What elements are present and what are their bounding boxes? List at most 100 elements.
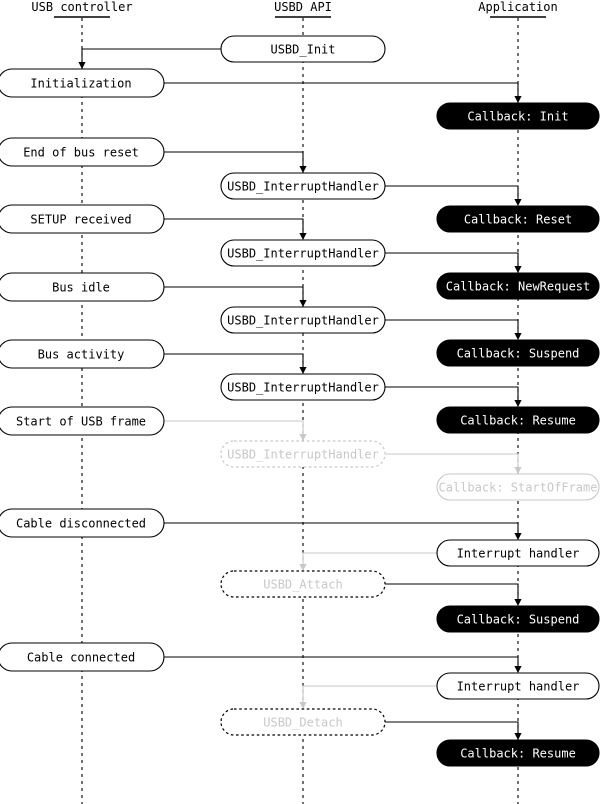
node-ih-2[interactable]: USBD_InterruptHandler [220, 239, 386, 267]
node-ih-5[interactable]: USBD_InterruptHandler [220, 440, 386, 468]
arrow-head-icon [299, 564, 307, 571]
node-cb-suspend-2[interactable]: Callback: Suspend [436, 605, 600, 633]
node-shape[interactable] [436, 672, 600, 700]
node-label: Cable disconnected [16, 517, 146, 531]
lane-title-usb-controller: USB controller [31, 0, 132, 14]
connection-c17 [299, 685, 437, 709]
node-bus-idle[interactable]: Bus idle [0, 272, 165, 302]
node-int-handler-2[interactable]: Interrupt handler [436, 672, 600, 700]
node-cb-init[interactable]: Callback: Init [436, 102, 600, 130]
node-cable-disc[interactable]: Cable disconnected [0, 508, 165, 538]
node-label: USBD_InterruptHandler [227, 180, 379, 194]
node-shape[interactable] [436, 272, 600, 300]
connection-line [385, 319, 519, 339]
node-cb-reset[interactable]: Callback: Reset [436, 205, 600, 233]
node-ih-1[interactable]: USBD_InterruptHandler [220, 172, 386, 200]
node-shape[interactable] [436, 539, 600, 567]
node-shape[interactable] [436, 605, 600, 633]
node-cb-startofframe[interactable]: Callback: StartOfFrame [436, 473, 600, 501]
node-shape[interactable] [220, 570, 386, 598]
node-shape[interactable] [436, 339, 600, 367]
node-cb-resume-1[interactable]: Callback: Resume [436, 406, 600, 434]
connection-line [385, 386, 519, 406]
node-shape[interactable] [0, 272, 165, 302]
node-label: USBD_Detach [263, 716, 342, 730]
node-label: USBD_Attach [263, 578, 342, 592]
lane-title-application: Application [478, 0, 557, 14]
connection-line [385, 453, 519, 473]
arrow-head-icon [514, 533, 522, 540]
node-label: USBD_InterruptHandler [227, 381, 379, 395]
connection-line [164, 218, 304, 239]
node-shape[interactable] [0, 339, 165, 369]
node-label: USBD_InterruptHandler [227, 448, 379, 462]
node-label: Callback: Reset [464, 213, 572, 227]
node-label: Bus activity [38, 348, 125, 362]
arrow-head-icon [299, 702, 307, 709]
node-ih-3[interactable]: USBD_InterruptHandler [220, 306, 386, 334]
node-bus-activity[interactable]: Bus activity [0, 339, 165, 369]
connection-c15 [385, 583, 522, 606]
node-initialization[interactable]: Initialization [0, 68, 165, 98]
node-shape[interactable] [0, 204, 165, 234]
node-shape[interactable] [220, 440, 386, 468]
node-shape[interactable] [436, 205, 600, 233]
arrow-head-icon [514, 400, 522, 407]
node-cb-resume-2[interactable]: Callback: Resume [436, 739, 600, 767]
connection-line [302, 552, 437, 570]
node-label: Callback: NewRequest [446, 280, 591, 294]
node-shape[interactable] [0, 642, 165, 672]
connection-c14 [299, 552, 437, 571]
connection-c03 [164, 151, 307, 173]
node-label: Start of USB frame [16, 415, 146, 429]
node-shape[interactable] [220, 708, 386, 736]
node-shape[interactable] [436, 102, 600, 130]
node-start-usb-frame[interactable]: Start of USB frame [0, 406, 165, 436]
node-shape[interactable] [220, 239, 386, 267]
arrow-head-icon [299, 367, 307, 374]
node-usbd-init[interactable]: USBD_Init [220, 35, 386, 63]
node-label: End of bus reset [23, 146, 139, 160]
node-shape[interactable] [220, 35, 386, 63]
connection-c09 [164, 353, 307, 374]
node-usbd-attach[interactable]: USBD_Attach [220, 570, 386, 598]
node-cb-suspend-1[interactable]: Callback: Suspend [436, 339, 600, 367]
connection-line [164, 82, 519, 102]
connection-c11 [164, 420, 307, 441]
node-shape[interactable] [436, 406, 600, 434]
node-label: USBD_Init [270, 43, 335, 57]
node-shape[interactable] [0, 508, 165, 538]
node-shape[interactable] [0, 137, 165, 167]
node-ih-4[interactable]: USBD_InterruptHandler [220, 373, 386, 401]
arrow-head-icon [299, 233, 307, 240]
node-setup-received[interactable]: SETUP received [0, 204, 165, 234]
connection-line [385, 583, 519, 605]
arrow-head-icon [299, 434, 307, 441]
node-shape[interactable] [436, 739, 600, 767]
connection-line [385, 252, 519, 272]
connection-line [385, 721, 519, 739]
connection-line [164, 151, 304, 172]
lane-title-usbd-api: USBD API [274, 0, 332, 14]
lane-headers: USB controller USBD API Application [31, 0, 558, 18]
connection-c18 [385, 721, 522, 740]
node-end-bus-reset[interactable]: End of bus reset [0, 137, 165, 167]
arrow-head-icon [78, 62, 86, 69]
node-cb-newrequest[interactable]: Callback: NewRequest [436, 272, 600, 300]
node-label: Callback: Suspend [457, 347, 580, 361]
node-shape[interactable] [0, 406, 165, 436]
node-shape[interactable] [220, 373, 386, 401]
connection-c01 [78, 48, 221, 69]
connection-line [164, 656, 519, 672]
node-shape[interactable] [0, 68, 165, 98]
node-usbd-detach[interactable]: USBD_Detach [220, 708, 386, 736]
node-cable-conn[interactable]: Cable connected [0, 642, 165, 672]
node-int-handler-1[interactable]: Interrupt handler [436, 539, 600, 567]
connection-line [164, 286, 304, 306]
node-shape[interactable] [220, 306, 386, 334]
node-shape[interactable] [436, 473, 600, 501]
node-shape[interactable] [220, 172, 386, 200]
arrow-head-icon [514, 96, 522, 103]
arrow-head-icon [514, 666, 522, 673]
